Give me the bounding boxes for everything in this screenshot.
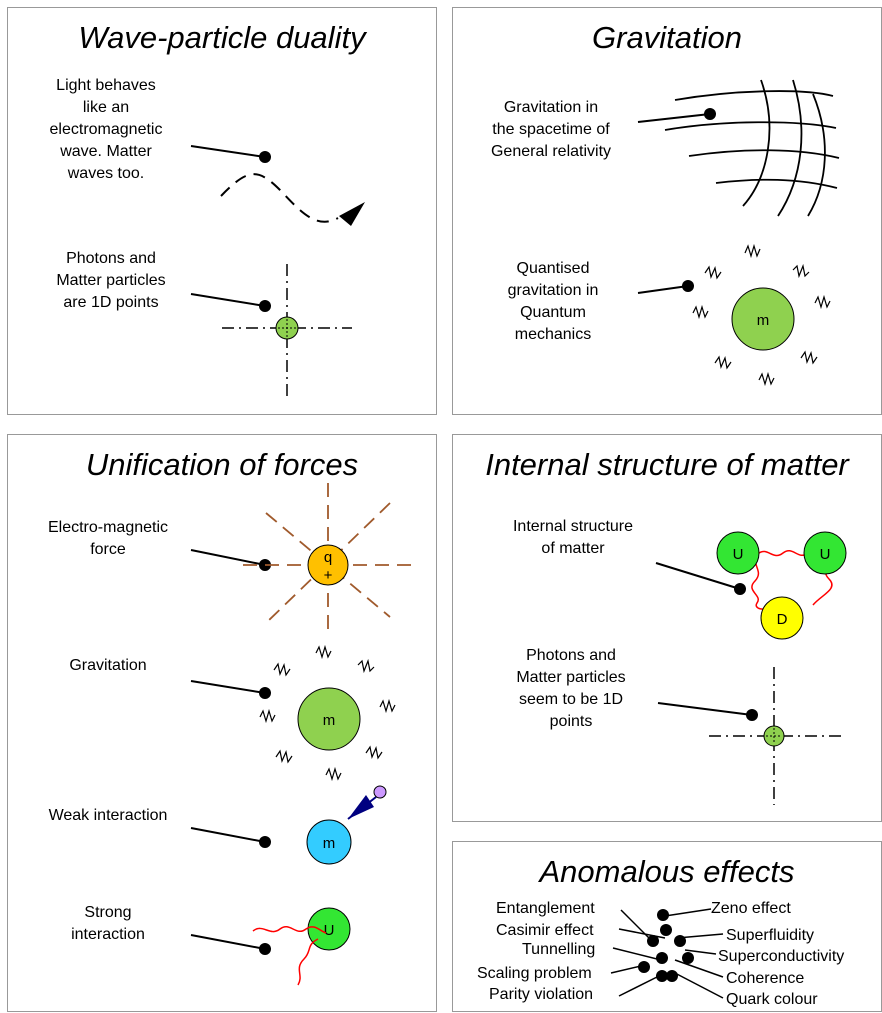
down-quark-symbol: D — [777, 611, 788, 628]
panel-title: Gravitation — [592, 20, 742, 55]
pointer-dot — [259, 687, 271, 699]
panel-internal-structure: Internal structure of matter Internal st… — [452, 434, 882, 822]
pointer-dot — [259, 151, 271, 163]
gluon-line — [252, 926, 327, 934]
pointer-dot — [259, 300, 271, 312]
label-quantised-gravitation: Quantised gravitation in Quantum mechani… — [507, 260, 599, 343]
up-quark-symbol: U — [820, 546, 831, 563]
panel-gravitation: Gravitation Gravitation in the spacetime… — [452, 7, 882, 415]
wave-arrowhead — [339, 202, 365, 226]
label-wave-behaviour: Light behaves like an electromagnetic wa… — [49, 77, 163, 182]
anomaly-zeno: Zeno effect — [711, 900, 791, 917]
charge-symbol: q — [324, 549, 332, 566]
pointer-dot — [704, 108, 716, 120]
mass-sphere-weak — [306, 819, 352, 865]
anomaly-quark-colour: Quark colour — [726, 991, 818, 1008]
up-quark — [803, 531, 847, 575]
anomaly-dots — [638, 909, 694, 982]
emitted-particle — [373, 785, 387, 799]
panel-anomalous-effects: Anomalous effects Entanglement Casimir e… — [452, 841, 882, 1012]
anomaly-casimir: Casimir effect — [496, 922, 594, 939]
label-point-particles: Photons and Matter particles are 1D poin… — [56, 250, 166, 311]
gluon-line — [297, 938, 319, 986]
anomaly-pointer-lines — [610, 908, 724, 999]
anomaly-entanglement: Entanglement — [496, 900, 595, 917]
anomaly-scaling: Scaling problem — [477, 965, 592, 982]
panel-title: Wave-particle duality — [78, 20, 366, 55]
internal-structure-illustration: U U D — [655, 531, 847, 805]
quark-sphere — [307, 907, 351, 951]
quark-symbol: U — [324, 922, 335, 939]
mass-symbol-weak: m — [323, 835, 336, 852]
mass-symbol: m — [757, 312, 770, 329]
anomaly-cluster — [610, 908, 724, 999]
label-internal-structure: Internal structure of matter — [512, 518, 634, 557]
pointer-dot — [259, 836, 271, 848]
up-quark — [716, 531, 760, 575]
graviton-squiggles — [692, 243, 831, 387]
mass-sphere — [297, 687, 361, 751]
forces-illustration: q + m m U — [190, 483, 413, 986]
wave-particle-illustration — [190, 145, 365, 396]
anomaly-superfluidity: Superfluidity — [726, 927, 815, 944]
mass-sphere — [731, 287, 795, 351]
panel-title: Unification of forces — [85, 447, 359, 482]
label-spacetime-gravitation: Gravitation in the spacetime of General … — [490, 99, 612, 160]
pointer-dot — [734, 583, 746, 595]
panel-title: Internal structure of matter — [485, 447, 849, 482]
gravitation-illustration: m — [637, 79, 840, 387]
panel-wave-particle-duality: Wave-particle duality Light behaves like… — [7, 7, 437, 415]
pointer-dot — [259, 943, 271, 955]
label-strong-interaction: Strong interaction — [71, 904, 145, 943]
charge-sphere — [307, 544, 349, 586]
panel-unification-of-forces: Unification of forces Electro-magnetic f… — [7, 434, 437, 1012]
wave-dashed-curve — [220, 173, 339, 223]
graviton-squiggles — [259, 644, 396, 782]
spacetime-grid — [664, 79, 840, 217]
label-seem-points: Photons and Matter particles seem to be … — [516, 647, 626, 730]
anomaly-superconductivity: Superconductivity — [718, 948, 845, 965]
charge-sign: + — [324, 567, 333, 584]
pointer-lines — [190, 145, 271, 312]
down-quark — [760, 596, 804, 640]
weak-arrowhead — [348, 795, 374, 819]
label-weak-interaction: Weak interaction — [48, 807, 168, 824]
anomaly-tunnelling: Tunnelling — [522, 941, 596, 958]
label-electromagnetic: Electro-magnetic force — [47, 519, 169, 558]
label-gravitation: Gravitation — [69, 657, 147, 674]
anomaly-coherence: Coherence — [726, 970, 805, 987]
anomaly-parity: Parity violation — [489, 986, 594, 1003]
panel-title: Anomalous effects — [539, 854, 795, 889]
mass-symbol: m — [323, 712, 336, 729]
pointer-dot — [746, 709, 758, 721]
pointer-lines — [190, 549, 266, 950]
pointer-dot — [682, 280, 694, 292]
up-quark-symbol: U — [733, 546, 744, 563]
